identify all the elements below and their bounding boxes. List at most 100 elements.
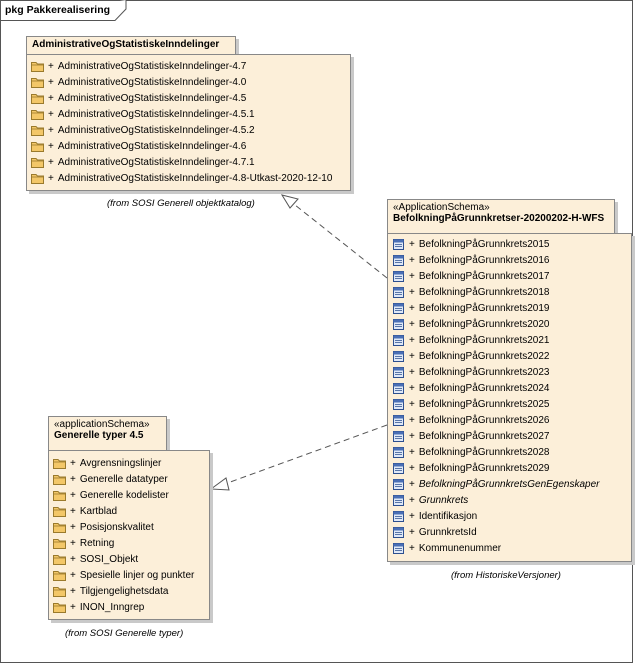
package-item[interactable]: +AdministrativeOgStatistiskeInndelinger-… [31,107,255,122]
package-item-label: BefolkningPåGrunnkrets2020 [418,319,550,330]
package-item[interactable]: +BefolkningPåGrunnkrets2025 [392,397,549,412]
visibility-marker: + [70,554,76,565]
visibility-marker: + [70,522,76,533]
package-item[interactable]: +AdministrativeOgStatistiskeInndelinger-… [31,91,246,106]
class-icon [393,431,404,442]
from-note-generelle: (from SOSI Generelle typer) [65,628,184,639]
folder-icon [53,475,66,485]
visibility-marker: + [409,447,415,458]
class-icon [393,511,404,522]
package-item-label: Posisjonskvalitet [79,522,154,533]
package-item[interactable]: +BefolkningPåGrunnkrets2024 [392,381,549,396]
package-item[interactable]: +Spesielle linjer og punkter [53,568,194,583]
package-item-label: BefolkningPåGrunnkretsGenEgenskaper [418,479,600,490]
package-item[interactable]: +Grunnkrets [392,493,468,508]
package-item[interactable]: +AdministrativeOgStatistiskeInndelinger-… [31,75,246,90]
package-item[interactable]: +BefolkningPåGrunnkrets2022 [392,349,549,364]
package-item-label: BefolkningPåGrunnkrets2029 [418,463,550,474]
visibility-marker: + [48,109,54,120]
folder-icon [53,555,66,565]
package-item[interactable]: +AdministrativeOgStatistiskeInndelinger-… [31,139,246,154]
package-item-label: BefolkningPåGrunnkrets2028 [418,447,550,458]
package-item[interactable]: +BefolkningPåGrunnkrets2026 [392,413,549,428]
package-item[interactable]: +Retning [53,536,114,551]
package-tab-admin[interactable]: AdministrativeOgStatistiskeInndelinger [26,36,236,55]
package-item[interactable]: +Identifikasjon [392,509,477,524]
package-item-label: INON_Inngrep [79,602,145,613]
from-note-admin: (from SOSI Generell objektkatalog) [107,198,255,209]
package-item-label: Generelle kodelister [79,490,169,501]
visibility-marker: + [409,335,415,346]
package-body-generelle[interactable]: +Avgrensningslinjer+Generelle datatyper+… [48,450,210,620]
package-item[interactable]: +SOSI_Objekt [53,552,138,567]
visibility-marker: + [70,490,76,501]
package-body-befolkning[interactable]: +BefolkningPåGrunnkrets2015+BefolkningPå… [387,233,632,562]
folder-icon [31,78,44,88]
package-item[interactable]: +AdministrativeOgStatistiskeInndelinger-… [31,171,332,186]
visibility-marker: + [70,586,76,597]
class-icon [393,335,404,346]
package-name-admin: AdministrativeOgStatistiskeInndelinger [32,39,220,50]
package-item[interactable]: +BefolkningPåGrunnkrets2020 [392,317,549,332]
class-icon [393,383,404,394]
package-item[interactable]: +Kartblad [53,504,117,519]
class-icon [393,527,404,538]
visibility-marker: + [409,511,415,522]
package-item[interactable]: +AdministrativeOgStatistiskeInndelinger-… [31,123,255,138]
package-item[interactable]: +BefolkningPåGrunnkrets2019 [392,301,549,316]
package-item-label: AdministrativeOgStatistiskeInndelinger-4… [57,141,247,152]
realization-arrowhead-generelle [209,477,230,491]
class-icon [393,367,404,378]
package-item[interactable]: +Generelle datatyper [53,472,168,487]
package-item-label: BefolkningPåGrunnkrets2017 [418,271,550,282]
package-item[interactable]: +BefolkningPåGrunnkrets2029 [392,461,549,476]
package-item[interactable]: +Kommunenummer [392,541,501,556]
package-item-label: AdministrativeOgStatistiskeInndelinger-4… [57,61,247,72]
package-item[interactable]: +AdministrativeOgStatistiskeInndelinger-… [31,155,255,170]
package-item-label: BefolkningPåGrunnkrets2026 [418,415,550,426]
package-item[interactable]: +Generelle kodelister [53,488,169,503]
class-icon [393,239,404,250]
class-icon [393,255,404,266]
folder-icon [53,603,66,613]
package-tab-befolkning[interactable]: «ApplicationSchema» BefolkningPåGrunnkre… [387,199,615,234]
package-item-label: AdministrativeOgStatistiskeInndelinger-4… [57,125,255,136]
package-item[interactable]: +Posisjonskvalitet [53,520,154,535]
package-item[interactable]: +BefolkningPåGrunnkrets2027 [392,429,549,444]
package-item[interactable]: +BefolkningPåGrunnkrets2018 [392,285,549,300]
visibility-marker: + [48,93,54,104]
visibility-marker: + [409,431,415,442]
visibility-marker: + [409,495,415,506]
visibility-marker: + [409,415,415,426]
realization-line-generelle [221,424,388,486]
class-icon [393,479,404,490]
visibility-marker: + [70,506,76,517]
package-tab-generelle[interactable]: «applicationSchema» Generelle typer 4.5 [48,416,167,451]
from-note-befolkning: (from HistoriskeVersjoner) [451,570,561,581]
package-item-label: BefolkningPåGrunnkrets2019 [418,303,550,314]
package-item-label: Grunnkrets [418,495,469,506]
package-item[interactable]: +BefolkningPåGrunnkrets2021 [392,333,549,348]
package-item-label: BefolkningPåGrunnkrets2025 [418,399,550,410]
package-item[interactable]: +AdministrativeOgStatistiskeInndelinger-… [31,59,246,74]
package-item[interactable]: +BefolkningPåGrunnkretsGenEgenskaper [392,477,600,492]
package-item[interactable]: +BefolkningPåGrunnkrets2016 [392,253,549,268]
package-item[interactable]: +BefolkningPåGrunnkrets2015 [392,237,549,252]
visibility-marker: + [409,287,415,298]
package-name-generelle: Generelle typer 4.5 [54,430,144,441]
package-item-label: Generelle datatyper [79,474,168,485]
package-item[interactable]: +INON_Inngrep [53,600,144,615]
package-item[interactable]: +BefolkningPåGrunnkrets2023 [392,365,549,380]
package-item-label: Identifikasjon [418,511,478,522]
folder-icon [53,459,66,469]
package-item[interactable]: +Tilgjengelighetsdata [53,584,168,599]
class-icon [393,303,404,314]
package-item-label: BefolkningPåGrunnkrets2021 [418,335,550,346]
package-item[interactable]: +BefolkningPåGrunnkrets2028 [392,445,549,460]
package-item[interactable]: +BefolkningPåGrunnkrets2017 [392,269,549,284]
class-icon [393,399,404,410]
package-item[interactable]: +Avgrensningslinjer [53,456,161,471]
package-body-admin[interactable]: +AdministrativeOgStatistiskeInndelinger-… [26,54,351,191]
package-item[interactable]: +GrunnkretsId [392,525,477,540]
